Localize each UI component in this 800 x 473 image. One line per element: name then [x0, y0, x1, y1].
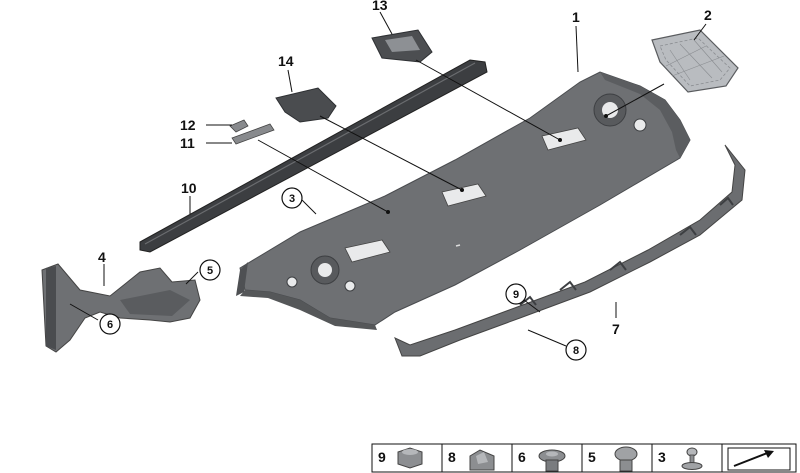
callout-5: 5: [207, 265, 213, 277]
callout-12: 12: [180, 117, 196, 133]
legend-number-5: 5: [588, 449, 596, 465]
legend-number-6: 6: [518, 449, 526, 465]
leader-2: [693, 23, 707, 41]
cover-plate-14: [275, 87, 337, 123]
leader-dots: [386, 114, 608, 214]
callout-circle-5: 5: [199, 259, 221, 281]
leader-9: [523, 299, 541, 313]
callout-9: 9: [513, 289, 519, 301]
speaker-grille-mesh: [651, 29, 739, 93]
leader-14b: [319, 115, 463, 191]
callout-6: 6: [107, 319, 113, 331]
callout-circle-3: 3: [281, 187, 303, 209]
callout-7: 7: [612, 321, 620, 337]
callout-13: 13: [372, 0, 388, 13]
leader-3: [301, 199, 317, 215]
legend-number-9: 9: [378, 449, 386, 465]
leader-8: [527, 329, 567, 347]
cover-cap-13: [371, 29, 433, 63]
leader-6: [69, 303, 99, 321]
callout-circle-6: 6: [99, 313, 121, 335]
leader-lines: [69, 11, 707, 347]
callout-1: 1: [572, 9, 580, 25]
push-rivet-icon: [614, 446, 638, 472]
side-trim-panel: [41, 263, 201, 353]
callout-circle-9: 9: [505, 283, 527, 305]
legend-number-3: 3: [658, 449, 666, 465]
leader-2b: [605, 83, 665, 117]
clip-icon: [469, 449, 495, 471]
seal-strip: [139, 59, 488, 253]
diagram-arrow-icon: [727, 447, 791, 471]
callout-4: 4: [98, 249, 106, 265]
leader-13b: [415, 59, 561, 141]
leader-14: [287, 69, 293, 93]
callout-11: 11: [180, 135, 195, 151]
leader-11b: [257, 139, 389, 213]
callout-8: 8: [573, 345, 579, 357]
callout-labels: 1 2 4 7 10 11 12 13 14: [98, 0, 712, 337]
leader-1: [575, 25, 579, 73]
leader-5: [185, 271, 199, 285]
callout-3: 3: [289, 193, 295, 205]
legend-number-8: 8: [448, 449, 456, 465]
hex-nut-icon: [397, 447, 423, 469]
lower-trim-panel: [394, 144, 746, 357]
leader-13: [379, 11, 393, 35]
legend-strip: 9 8 6 5 3: [371, 443, 797, 473]
callout-circle-8: 8: [565, 339, 587, 361]
clip-parts-11-12: [229, 119, 275, 145]
callout-2: 2: [704, 7, 712, 23]
pin-icon: [681, 447, 703, 470]
callout-14: 14: [278, 53, 294, 69]
expanding-rivet-icon: [538, 449, 566, 472]
circled-callouts: 3 5 6 9 8: [99, 187, 587, 361]
parcel-shelf: [236, 71, 691, 330]
callout-10: 10: [181, 180, 197, 196]
